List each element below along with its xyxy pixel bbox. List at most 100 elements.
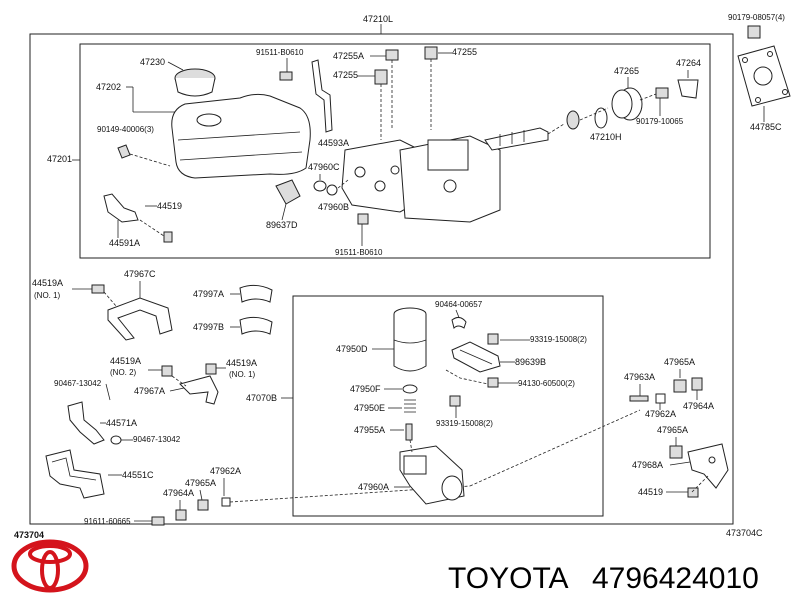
label-47962a-bottom: 47962A bbox=[210, 466, 241, 476]
grommet-47965a-r-icon bbox=[673, 379, 687, 393]
washer-ring bbox=[326, 184, 338, 196]
label-44519a-right: 44519A bbox=[226, 358, 257, 368]
label-93319-top: 93319-15008(2) bbox=[530, 335, 587, 344]
grommet-47962a-icon bbox=[221, 497, 231, 507]
label-44519-top: 44519 bbox=[157, 201, 182, 211]
grommet-icon-right bbox=[424, 46, 438, 60]
label-47967c: 47967C bbox=[124, 269, 156, 279]
bolt-icon-93319-top bbox=[487, 333, 499, 345]
grommet-47964a-icon bbox=[175, 509, 187, 521]
o-ring-icon bbox=[402, 384, 418, 394]
right-lower-group: 47965A 47963A 47962A 47964A 47965A 47968… bbox=[469, 357, 729, 498]
bolt-icon-no1-right bbox=[205, 363, 217, 375]
reservoir-group: 47230 47202 47201 90149-40006(3) bbox=[47, 57, 311, 179]
footer-part-number: 4796424010 bbox=[592, 562, 759, 595]
bolt-icon-44519a bbox=[91, 284, 105, 294]
clamp-icon bbox=[110, 435, 122, 445]
cushion-a-icon bbox=[239, 284, 273, 303]
clip-icon bbox=[677, 79, 699, 99]
label-47255-left: 47255 bbox=[333, 70, 358, 80]
label-47950e: 47950E bbox=[354, 403, 385, 413]
label-90179-10065: 90179-10065 bbox=[636, 117, 684, 126]
label-44519a-no2: 44519A bbox=[110, 356, 141, 366]
grommet-47964a-r-icon bbox=[691, 377, 703, 391]
label-90149-40006: 90149-40006(3) bbox=[97, 125, 154, 134]
label-47264: 47264 bbox=[676, 58, 701, 68]
label-47964a-bottom: 47964A bbox=[163, 488, 194, 498]
label-47955a: 47955A bbox=[354, 425, 385, 435]
bracket-44593a bbox=[311, 59, 333, 133]
label-47965a-r-mid: 47965A bbox=[657, 425, 688, 435]
label-47201: 47201 bbox=[47, 154, 72, 164]
label-47963a: 47963A bbox=[624, 372, 655, 382]
cushion-b-icon bbox=[239, 316, 273, 335]
label-no1-right: (NO. 1) bbox=[229, 370, 256, 379]
bracket-47968a bbox=[687, 443, 729, 489]
bolt-icon bbox=[163, 231, 173, 243]
washer-icon bbox=[566, 110, 580, 130]
bolt-icon-44519-r bbox=[687, 487, 699, 498]
brake-booster bbox=[341, 123, 565, 223]
booster-frame bbox=[79, 43, 711, 259]
label-47230: 47230 bbox=[140, 57, 165, 67]
bracket-44591a-group: 44519 44591A bbox=[103, 193, 182, 248]
left-bracket-group: 44519A (NO. 1) 47967C 47997A 47997B 4451… bbox=[32, 269, 293, 405]
label-47070b: 47070B bbox=[246, 393, 277, 403]
label-94130: 94130-60500(2) bbox=[518, 379, 575, 388]
label-47965a-r-top: 47965A bbox=[664, 357, 695, 367]
label-47960a: 47960A bbox=[358, 482, 389, 492]
ring-icon bbox=[594, 107, 608, 129]
label-47965a-bottom: 47965A bbox=[185, 478, 216, 488]
grommet-47965a-mid-icon bbox=[669, 445, 683, 459]
label-91511-bottom: 91511-B0610 bbox=[335, 248, 383, 257]
label-47950f: 47950F bbox=[350, 384, 381, 394]
switch-group: 47960C 47960B 89637D 91511-B0610 bbox=[266, 162, 383, 257]
label-47964a-r: 47964A bbox=[683, 401, 714, 411]
label-44785c: 44785C bbox=[750, 122, 782, 132]
seal-ring bbox=[313, 180, 327, 192]
label-44571a: 44571A bbox=[106, 418, 137, 428]
bolt-icon-top bbox=[279, 71, 293, 81]
label-47255a: 47255A bbox=[333, 51, 364, 61]
pin-47963a-icon bbox=[629, 395, 649, 402]
label-47997b: 47997B bbox=[193, 322, 224, 332]
label-89637d: 89637D bbox=[266, 220, 298, 230]
label-93319-bottom: 93319-15008(2) bbox=[436, 419, 493, 428]
pin-icon bbox=[405, 423, 413, 441]
label-47265: 47265 bbox=[614, 66, 639, 76]
screw-icon bbox=[117, 144, 131, 159]
label-44551c: 44551C bbox=[122, 470, 154, 480]
label-no1-left: (NO. 1) bbox=[34, 291, 61, 300]
outer-frame bbox=[29, 33, 734, 525]
label-47968a: 47968A bbox=[632, 460, 663, 470]
gasket-group: 90179-08057(4) 44785C bbox=[728, 13, 791, 132]
grommet-icon bbox=[385, 49, 399, 61]
label-44591a: 44591A bbox=[109, 238, 140, 248]
label-44519-r: 44519 bbox=[638, 487, 663, 497]
bolt-icon-93319-bottom bbox=[449, 395, 461, 407]
label-47967a: 47967A bbox=[134, 386, 165, 396]
bracket-44593a-group: 44593A bbox=[311, 59, 349, 148]
label-47202: 47202 bbox=[96, 82, 121, 92]
label-44593a: 44593A bbox=[318, 138, 349, 148]
bracket-44591a bbox=[103, 193, 139, 223]
label-47210h: 47210H bbox=[590, 132, 622, 142]
label-no2: (NO. 2) bbox=[110, 368, 137, 377]
bracket-47967a bbox=[179, 375, 219, 405]
label-90464: 90464-00657 bbox=[435, 300, 483, 309]
boot-group: 47265 47210H 90179-10065 47264 bbox=[566, 58, 701, 142]
grommet-47962a-r-icon bbox=[655, 393, 666, 404]
label-47960b: 47960B bbox=[318, 202, 349, 212]
bottom-left-grommets: 47962A 47965A 47964A 91611-60665 bbox=[84, 466, 471, 526]
label-47997a: 47997A bbox=[193, 289, 224, 299]
tube-group: 44571A 90467-13042 44551C bbox=[45, 401, 181, 499]
bolt-icon-no2 bbox=[161, 365, 173, 377]
label-89639b: 89639B bbox=[515, 357, 546, 367]
bolt-icon-bottom bbox=[357, 213, 369, 225]
nut-icon-gasket bbox=[747, 25, 761, 39]
label-44519a-left: 44519A bbox=[32, 278, 63, 288]
nut-icon-94130 bbox=[487, 377, 499, 388]
label-47255-right: 47255 bbox=[452, 47, 477, 57]
label-91511-top: 91511-B0610 bbox=[256, 48, 304, 57]
